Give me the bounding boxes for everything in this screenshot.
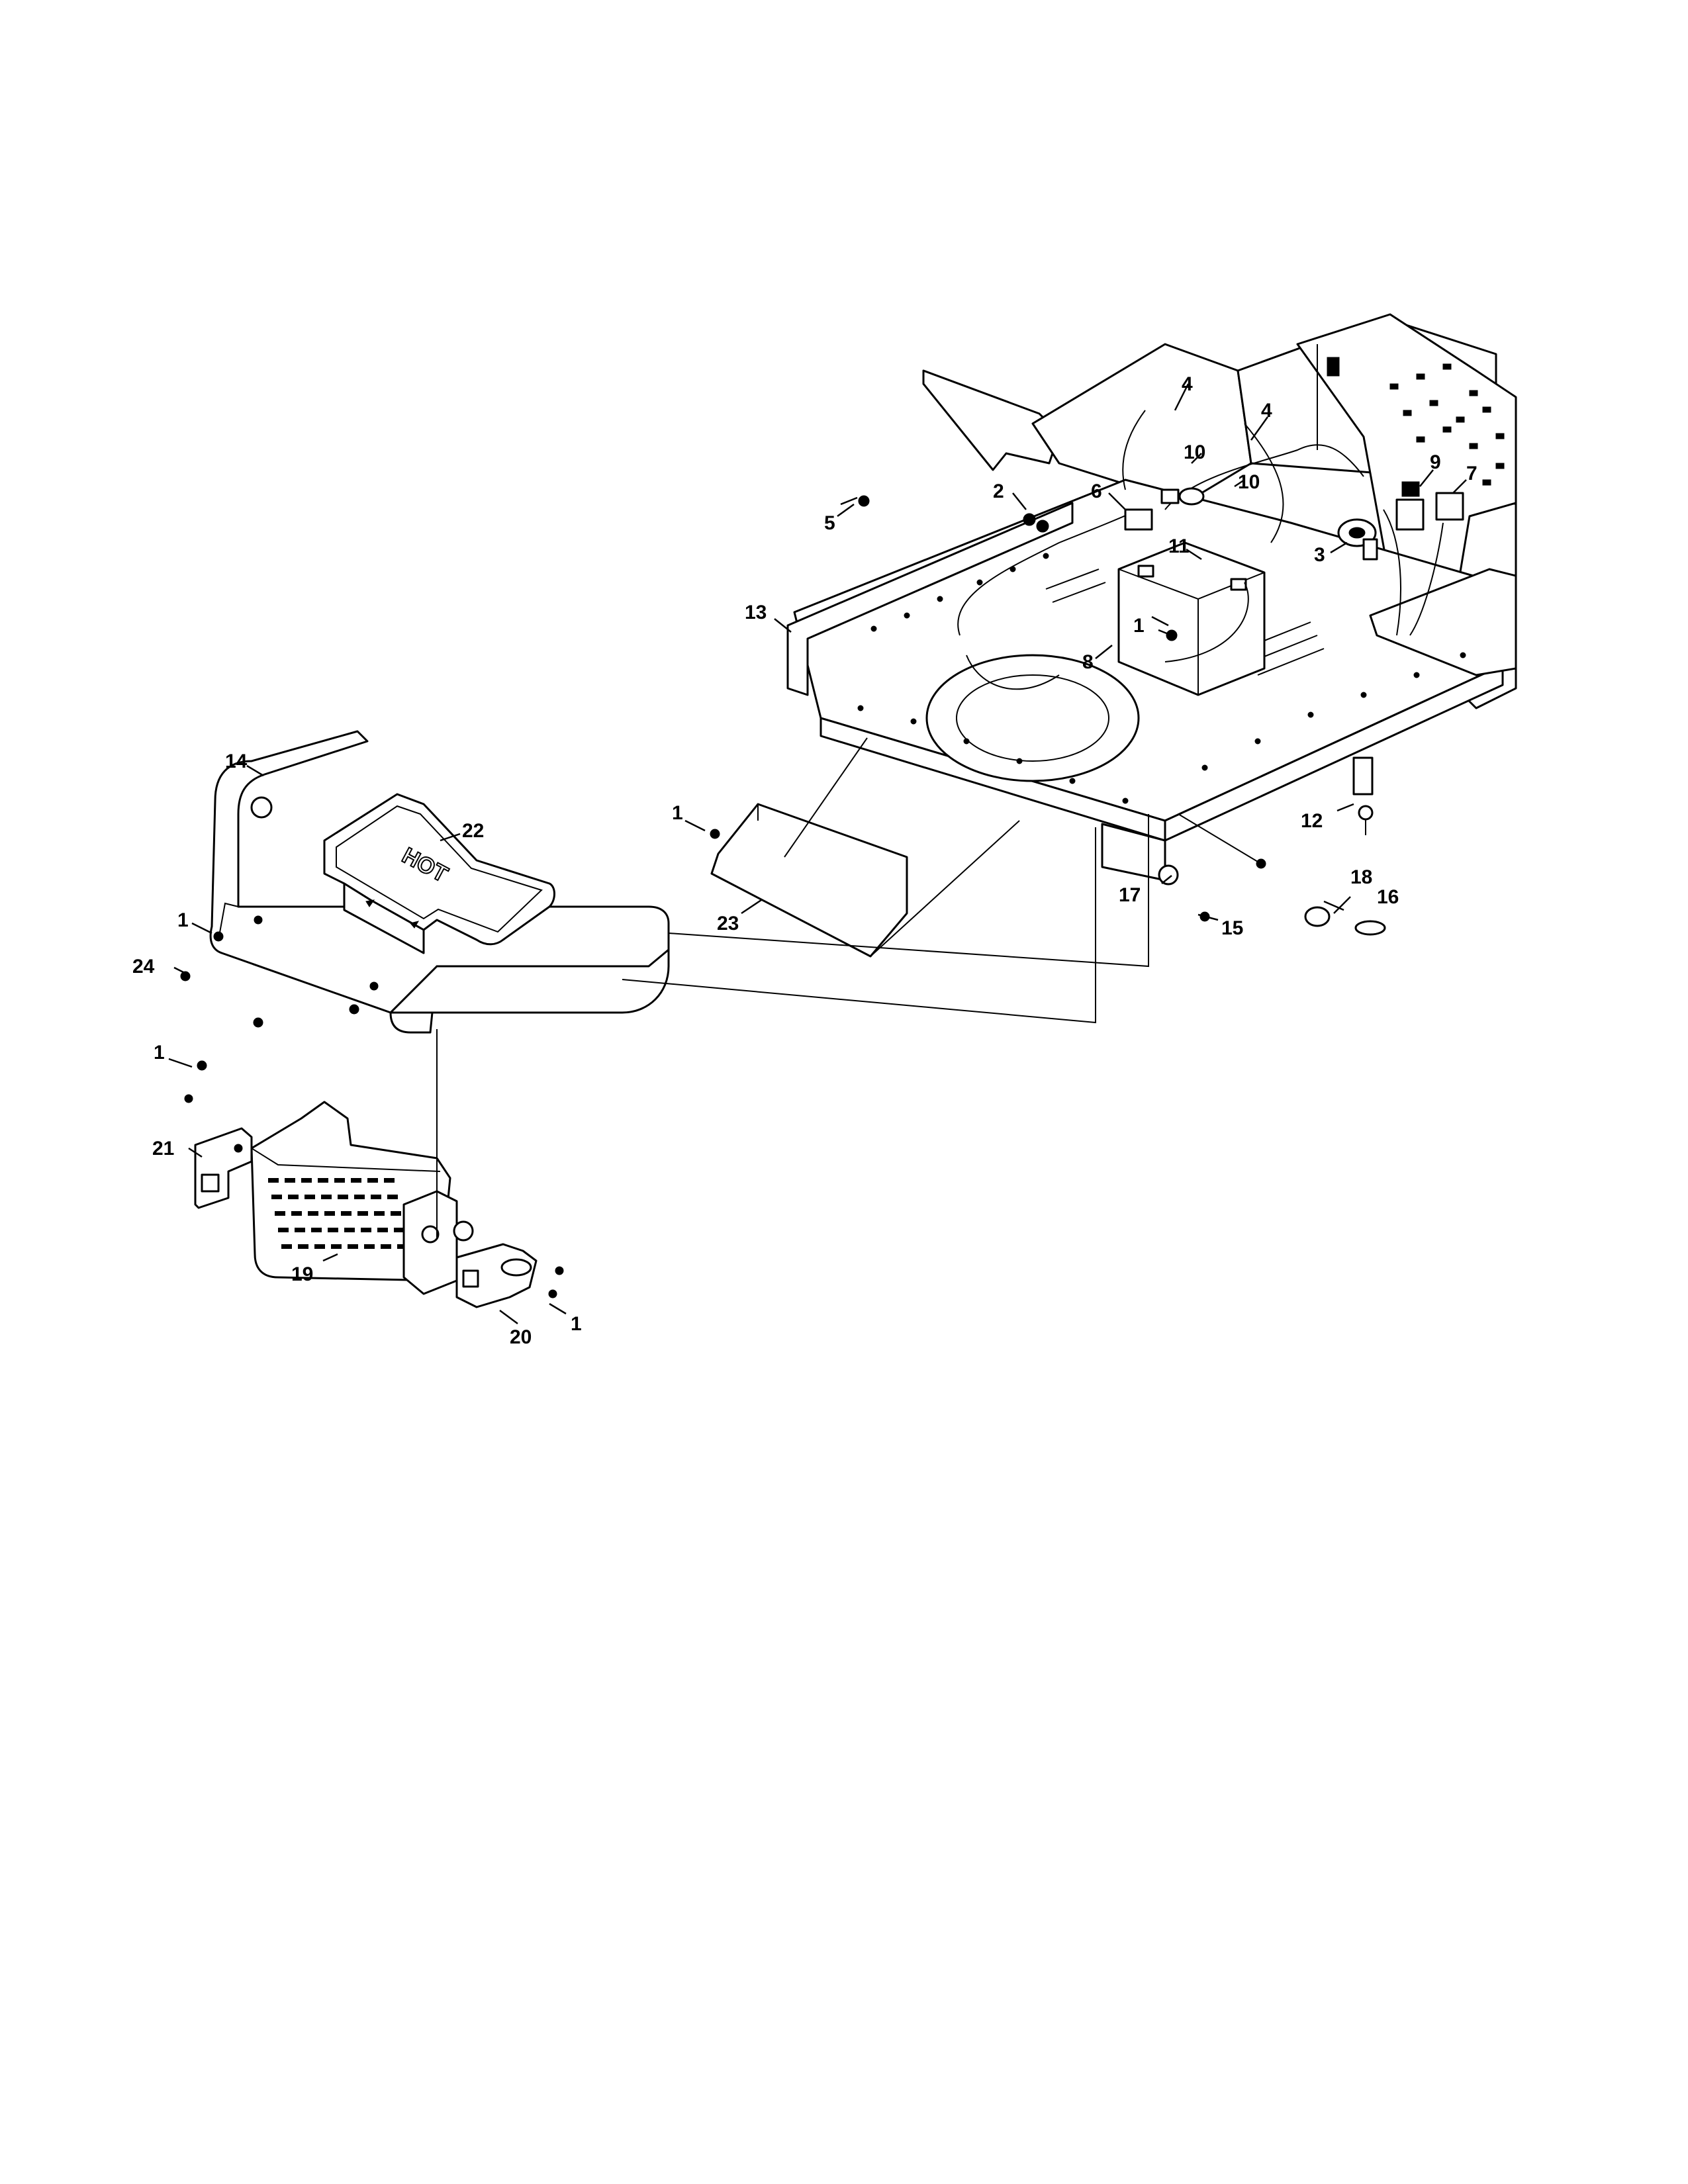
connector-block [1124,357,1340,531]
callout-24: 24 [132,956,155,978]
hot-warning-decal: HOT [323,793,555,954]
guard-vent-slots [268,1178,408,1249]
callout-8: 8 [1082,651,1094,673]
callout-6: 6 [1091,480,1102,502]
fasteners [710,487,1386,936]
callout-labels: 1 1 1 1 1 2 3 4 4 5 6 7 8 9 10 10 11 12 … [132,373,1477,1348]
callout-16: 16 [1377,886,1399,908]
callout-10: 10 [1184,441,1205,463]
callout-7: 7 [1466,463,1477,484]
callout-21: 21 [152,1138,174,1160]
callout-11: 11 [1168,535,1190,557]
callout-14: 14 [225,751,248,772]
callout-13: 13 [745,602,767,623]
callout-leaders [168,383,1467,1325]
callout-17: 17 [1119,884,1141,906]
callout-1: 1 [154,1042,165,1064]
callout-22: 22 [462,820,484,842]
callout-20: 20 [510,1326,532,1348]
callout-23: 23 [717,913,739,934]
assembly-reference-lines [436,737,1262,1238]
callout-9: 9 [1430,451,1441,473]
callout-1: 1 [571,1313,582,1335]
callout-1: 1 [672,802,683,824]
callout-2: 2 [993,480,1004,502]
callout-3: 3 [1314,544,1325,566]
callout-18: 18 [1350,866,1372,888]
callout-10: 10 [1238,471,1260,493]
callout-1: 1 [1133,615,1145,637]
callout-15: 15 [1221,917,1243,939]
muffler-guard [250,1101,474,1295]
solenoid [1395,481,1464,531]
ignition-switch [1337,518,1378,561]
battery [1117,541,1266,696]
bumper-screws [180,915,564,1298]
callout-4: 4 [1182,373,1193,395]
left-guard-bracket [194,1127,253,1209]
callout-1: 1 [177,909,189,931]
heat-shield-plate [710,803,908,958]
front-bumper [209,730,670,1034]
ignition-key [1352,756,1374,835]
callout-19: 19 [291,1263,313,1285]
callout-4: 4 [1261,400,1272,422]
right-guard-bracket [455,1243,538,1308]
wiring-harness [957,344,1444,690]
callout-12: 12 [1301,810,1323,832]
callout-5: 5 [824,512,835,534]
